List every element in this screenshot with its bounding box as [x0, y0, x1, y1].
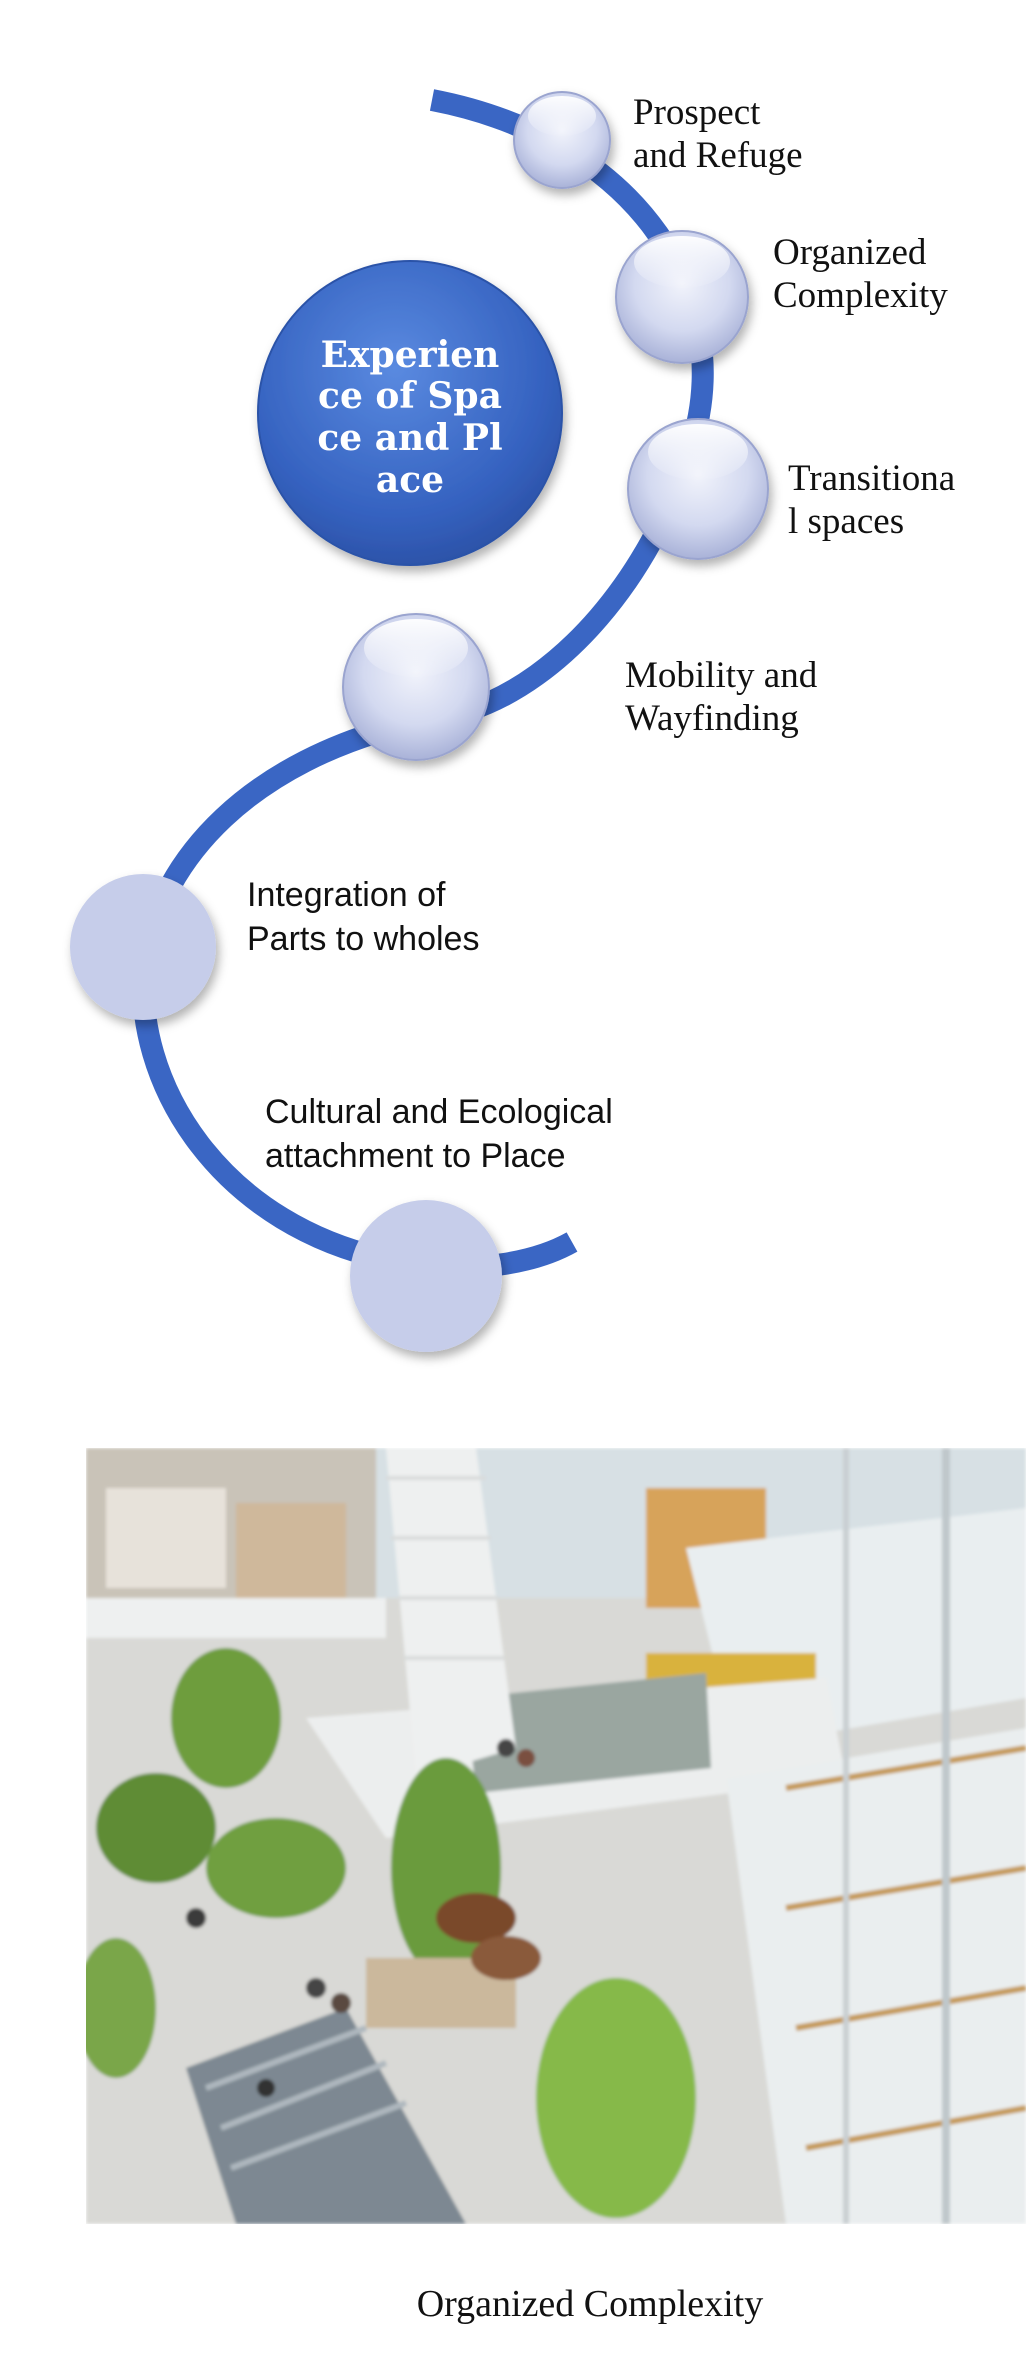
node-integration — [70, 874, 216, 1020]
label-cultural-ecological: Cultural and Ecological attachment to Pl… — [265, 1093, 613, 1176]
lower-arc — [132, 711, 578, 1279]
node-prospect — [513, 91, 611, 189]
node-organized — [615, 230, 749, 364]
label-organized-complexity: Organized Complexity — [773, 232, 948, 316]
label-mobility-wayfinding: Mobility and Wayfinding — [625, 655, 818, 739]
label-prospect-refuge: Prospect and Refuge — [633, 92, 803, 176]
center-circle — [257, 260, 563, 566]
node-mobility — [342, 613, 490, 761]
node-transitional — [627, 418, 769, 560]
node-cultural — [350, 1200, 502, 1352]
atrium-photo — [86, 1448, 1026, 2224]
process-diagram: Experience of Space and Place Prospect a… — [70, 89, 956, 1352]
label-transitional-spaces: Transitiona l spaces — [788, 458, 956, 542]
photo-caption: Organized Complexity — [416, 2283, 764, 2325]
center-title: Experience of Space and Place — [317, 333, 503, 501]
label-integration-parts: Integration of Parts to wholes — [247, 876, 480, 959]
